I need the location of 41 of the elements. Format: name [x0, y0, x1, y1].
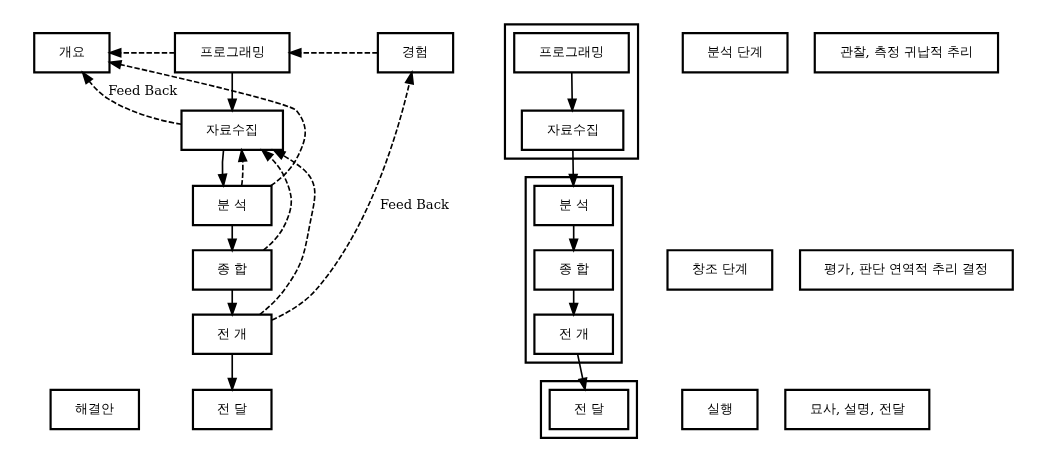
node-box: 자료수집 — [179, 109, 284, 151]
arrow — [567, 148, 578, 188]
arrow — [237, 147, 248, 186]
edge-label: Feed Back — [379, 196, 449, 212]
arrow — [258, 148, 316, 315]
node-box: 자료수집 — [520, 109, 624, 151]
arrow — [576, 352, 587, 392]
arrow — [217, 148, 227, 188]
node-box: 전 달 — [191, 388, 273, 430]
node-box: 창조 단계 — [665, 248, 773, 291]
edge-label: Feed Back — [107, 82, 177, 98]
node-box: 분 석 — [532, 184, 614, 226]
node-box: 전 달 — [548, 388, 629, 430]
arrow — [226, 223, 237, 253]
node-box: 관찰, 측정 귀납적 추리 — [813, 31, 999, 74]
node-box: 전 개 — [532, 313, 614, 355]
cluster — [503, 22, 639, 160]
node-box: 평가, 판단 연역적 추리 결정 — [798, 248, 1014, 291]
cluster — [539, 379, 638, 439]
node-box: 종 합 — [191, 248, 273, 291]
arrow — [226, 288, 237, 317]
node-box: 실행 — [680, 388, 759, 430]
arrow — [270, 69, 414, 321]
arrow — [106, 47, 176, 58]
node-box: 프로그래밍 — [173, 31, 291, 74]
node-box: 분 석 — [191, 184, 273, 226]
node-box: 개요 — [32, 31, 111, 74]
node-box: 해결안 — [49, 388, 140, 430]
node-box: 분석 단계 — [681, 31, 789, 74]
node-box: 종 합 — [532, 248, 614, 291]
arrow — [80, 70, 182, 125]
arrow — [226, 71, 237, 113]
node-box: 묘사, 설명, 전달 — [783, 388, 930, 430]
node-box: 프로그래밍 — [512, 31, 630, 74]
node-box: 경험 — [376, 31, 454, 74]
arrow — [566, 71, 577, 113]
arrow — [226, 352, 237, 392]
arrow — [259, 147, 292, 251]
arrow — [286, 47, 379, 58]
arrow — [106, 59, 306, 187]
node-box: 전 개 — [191, 313, 273, 355]
